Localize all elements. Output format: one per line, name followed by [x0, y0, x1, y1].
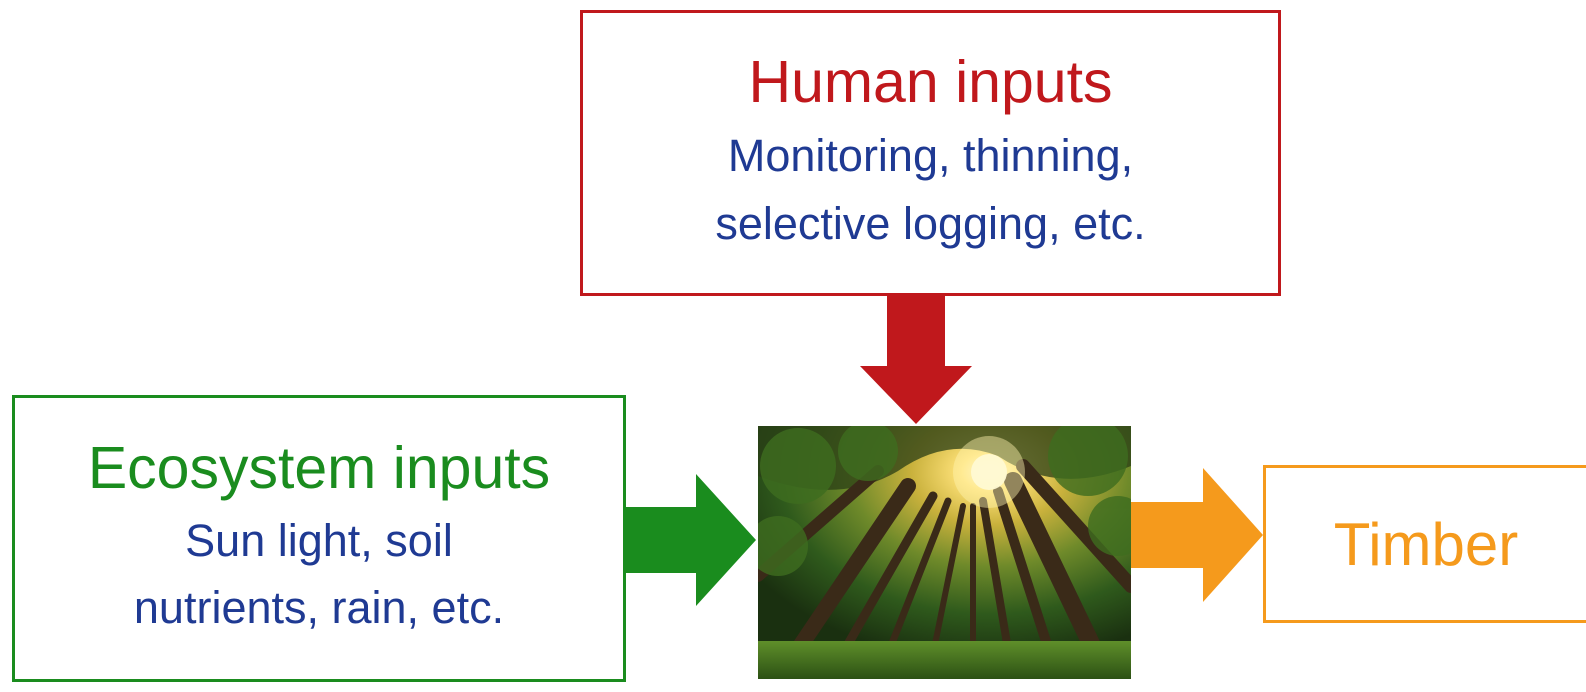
ecosystem-inputs-detail-line2: nutrients, rain, etc.	[133, 582, 505, 634]
ecosystem-inputs-box: Ecosystem inputs Sun light, soil nutrien…	[12, 395, 626, 682]
ecosystem-inputs-title: Ecosystem inputs	[87, 435, 551, 502]
timber-output-box: Timber	[1263, 465, 1586, 623]
timber-title: Timber	[1333, 510, 1519, 578]
forest-canopy-image	[758, 426, 1131, 679]
human-inputs-title: Human inputs	[748, 48, 1113, 115]
human-arrow-down-icon	[860, 296, 972, 424]
human-inputs-box: Human inputs Monitoring, thinning, selec…	[580, 10, 1281, 296]
output-arrow-right-icon	[1131, 468, 1263, 602]
human-inputs-detail-line1: Monitoring, thinning,	[727, 130, 1134, 182]
human-inputs-detail-line2: selective logging, etc.	[715, 197, 1146, 249]
ecosystem-inputs-detail-line1: Sun light, soil	[185, 514, 453, 566]
ecosystem-arrow-right-icon	[626, 474, 756, 606]
